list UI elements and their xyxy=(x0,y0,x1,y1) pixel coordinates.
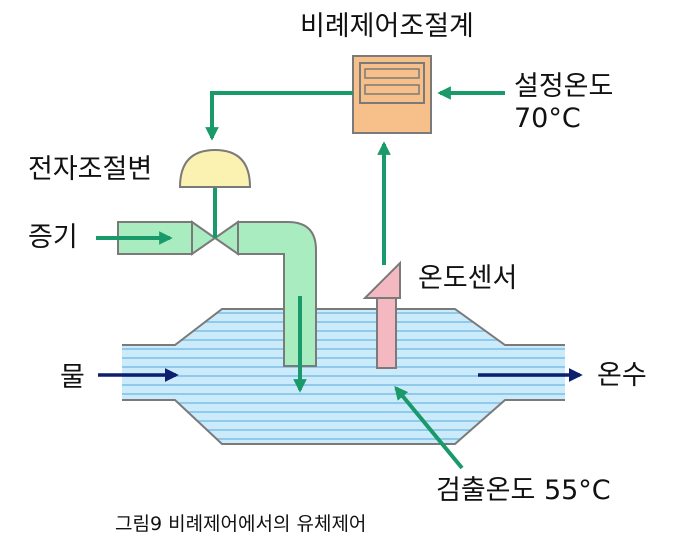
valve-actuator xyxy=(178,148,252,188)
controller-label: 비례제어조절계 xyxy=(300,11,474,42)
detected-temp-arrow xyxy=(394,385,464,470)
temperature-sensor-head xyxy=(362,260,401,299)
setpoint-name-label: 설정온도 xyxy=(514,71,614,102)
controller-display-lower xyxy=(364,84,420,95)
water-out-label: 온수 xyxy=(597,360,647,391)
temperature-sensor-probe xyxy=(376,297,397,369)
tank-outline-top xyxy=(122,308,565,346)
figure-caption: 그림9 비례제어에서의 유체제어 xyxy=(115,513,367,535)
setpoint-value-label: 70°C xyxy=(514,103,581,134)
tank-outline-bottom xyxy=(122,399,565,445)
water-tank xyxy=(122,309,565,444)
valve-label: 전자조절변 xyxy=(28,154,153,185)
sensor-label: 온도센서 xyxy=(418,263,518,294)
steam-label: 증기 xyxy=(28,222,78,253)
detected-temp-label: 검출온도 55°C xyxy=(436,475,611,506)
water-in-label: 물 xyxy=(60,362,85,393)
steam-outlet-pipe xyxy=(237,221,317,367)
control-signal-arrow xyxy=(205,91,353,141)
controller-display-frame xyxy=(359,62,425,104)
controller-display-upper xyxy=(364,68,420,79)
